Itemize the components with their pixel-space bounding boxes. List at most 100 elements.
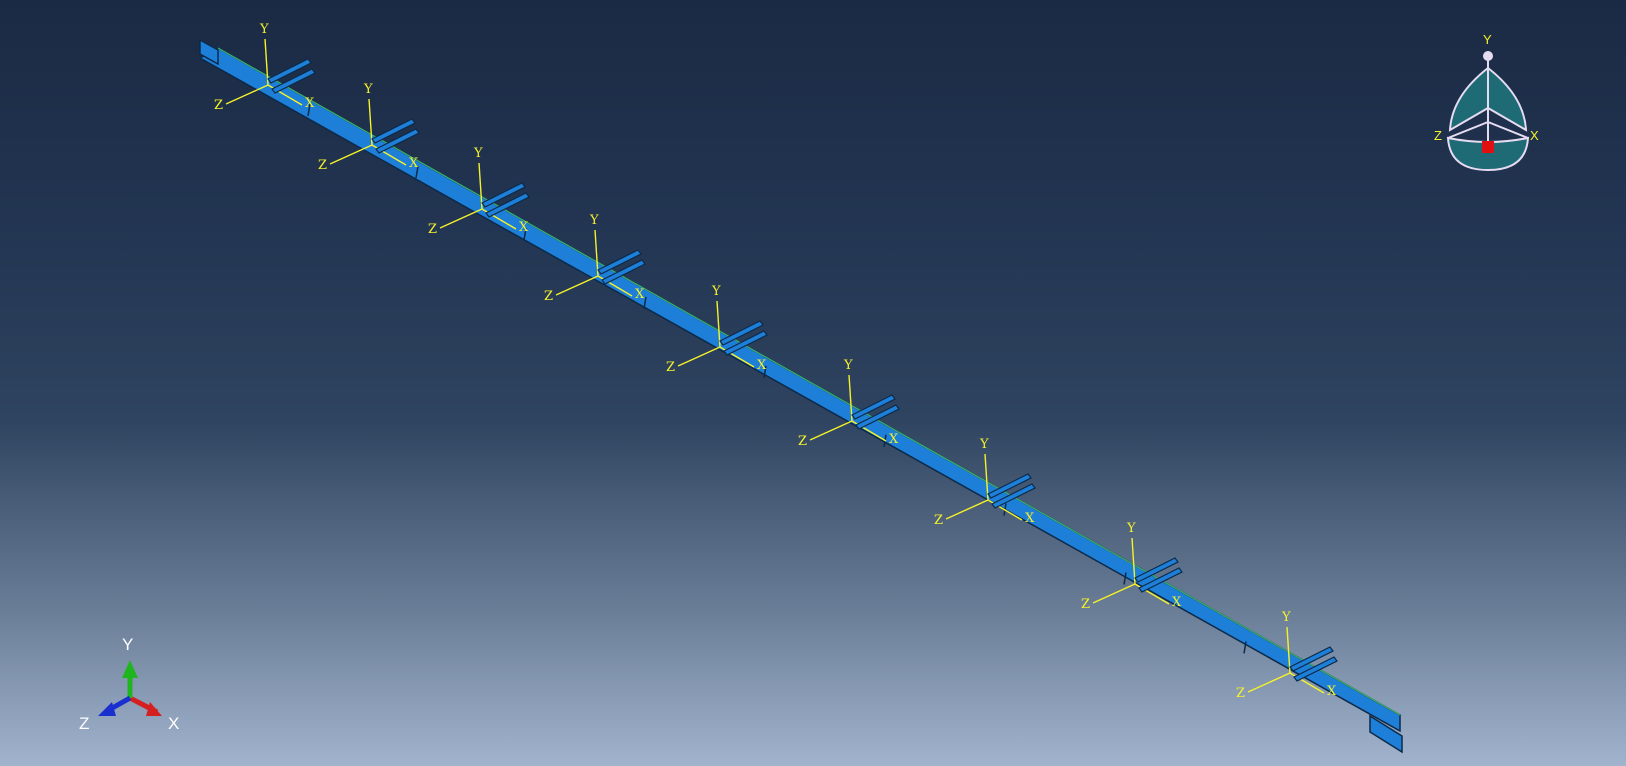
csys-fin-upper	[1134, 557, 1179, 583]
csys-z-axis	[809, 420, 853, 441]
csys-z-axis	[1092, 583, 1136, 604]
triad-x-label: X	[168, 714, 179, 733]
csys-4: X Y Z	[544, 213, 646, 304]
csys-z-label: Z	[428, 222, 437, 237]
coordinate-systems: X Y Z X Y Z X Y Z X Y Z X Y Z X Y Z X Y Z X Y Z X Y Z	[214, 22, 1338, 701]
csys-y-label: Y	[1126, 521, 1136, 536]
triad-z-arrowhead	[98, 702, 116, 716]
csys-1: X Y Z	[214, 22, 316, 113]
triad-y-label: Y	[122, 635, 133, 654]
csys-fin-lower	[855, 404, 900, 430]
csys-y-axis	[848, 374, 853, 422]
csys-z-label: Z	[544, 289, 553, 304]
csys-fin-upper	[481, 182, 526, 208]
csys-fin-upper	[1289, 646, 1334, 672]
csys-fin-lower	[1138, 567, 1183, 593]
csys-y-label: Y	[473, 146, 483, 161]
csys-fin-lower	[723, 330, 768, 356]
csys-x-label: X	[1025, 511, 1035, 526]
csys-z-label: Z	[934, 513, 943, 528]
csys-fin-upper	[597, 249, 642, 275]
csys-2: X Y Z	[318, 82, 420, 173]
view-cube-y-label: Y	[1483, 32, 1492, 47]
csys-fin-lower	[271, 68, 316, 94]
view-cube-y-node[interactable]	[1483, 51, 1493, 61]
csys-z-axis	[329, 144, 373, 165]
csys-y-label: Y	[363, 82, 373, 97]
view-cube-left-face[interactable]	[1448, 65, 1489, 132]
csys-fin-lower	[601, 259, 646, 285]
csys-y-label: Y	[1281, 610, 1291, 625]
csys-z-label: Z	[318, 158, 327, 173]
csys-3: X Y Z	[428, 146, 530, 237]
csys-z-label: Z	[1236, 686, 1245, 701]
csys-y-axis	[716, 300, 721, 348]
view-cube-z-label: Z	[1434, 128, 1442, 143]
csys-y-label: Y	[979, 437, 989, 452]
csys-y-label: Y	[711, 284, 721, 299]
view-cube-x-label: X	[1530, 128, 1539, 143]
beam-partition-line	[415, 165, 419, 179]
view-cube-right-edge	[1487, 121, 1529, 139]
beam-partition-line	[763, 365, 767, 378]
csys-fin-upper	[719, 320, 764, 346]
view-cube-left-edge	[1447, 121, 1489, 139]
csys-x-label: X	[1172, 595, 1182, 610]
csys-z-axis	[945, 499, 989, 520]
beam-mesh-edge	[217, 47, 1401, 716]
csys-z-axis	[225, 84, 269, 105]
csys-x-label: X	[305, 96, 315, 111]
csys-x-label: X	[757, 358, 767, 373]
triad-z-label: Z	[79, 714, 89, 733]
view-cube-right-face[interactable]	[1487, 65, 1528, 132]
beam-partition-line	[643, 296, 647, 310]
csys-z-label: Z	[798, 434, 807, 449]
csys-x-label: X	[519, 220, 529, 235]
csys-z-axis	[555, 275, 599, 296]
csys-5: X Y Z	[666, 284, 768, 375]
beam-end-face-right	[1369, 714, 1403, 754]
csys-fin-upper	[267, 58, 312, 84]
csys-fin-lower	[1293, 656, 1338, 682]
beam-partition-line	[307, 103, 311, 117]
csys-y-axis	[478, 162, 483, 210]
csys-x-label: X	[635, 287, 645, 302]
csys-y-axis	[984, 453, 989, 501]
csys-fin-lower	[991, 483, 1036, 509]
csys-fin-upper	[987, 473, 1032, 499]
beam-partition-line	[523, 227, 527, 241]
csys-y-label: Y	[843, 358, 853, 373]
beam-partition-line	[1123, 572, 1127, 585]
csys-z-axis	[439, 208, 483, 229]
beam-end-face-left	[199, 38, 219, 66]
csys-y-label: Y	[259, 22, 269, 37]
csys-z-axis	[1247, 672, 1291, 693]
triad-x-arrowhead	[146, 702, 162, 716]
csys-6: X Y Z	[798, 358, 900, 449]
csys-x-label: X	[1327, 684, 1337, 699]
global-axis-triad: X Y Z	[79, 635, 179, 733]
triad-y-arrowhead	[122, 660, 138, 678]
csys-x-label: X	[409, 156, 419, 171]
csys-y-label: Y	[589, 213, 599, 228]
csys-8: X Y Z	[1081, 521, 1183, 612]
view-cube[interactable]: Y X Z	[1434, 32, 1539, 172]
csys-y-axis	[594, 229, 599, 277]
csys-9: X Y Z	[1236, 610, 1338, 701]
csys-fin-upper	[851, 394, 896, 420]
csys-7: X Y Z	[934, 437, 1036, 528]
csys-z-label: Z	[214, 98, 223, 113]
csys-fin-upper	[371, 118, 416, 144]
csys-x-label: X	[889, 432, 899, 447]
csys-z-label: Z	[1081, 597, 1090, 612]
beam-partition-line	[1243, 641, 1247, 654]
csys-y-axis	[1131, 537, 1136, 585]
csys-y-axis	[1286, 626, 1291, 674]
csys-fin-lower	[485, 192, 530, 218]
view-cube-center-marker[interactable]	[1482, 141, 1494, 153]
csys-z-axis	[677, 346, 721, 367]
csys-y-axis	[264, 38, 269, 86]
csys-z-label: Z	[666, 360, 675, 375]
